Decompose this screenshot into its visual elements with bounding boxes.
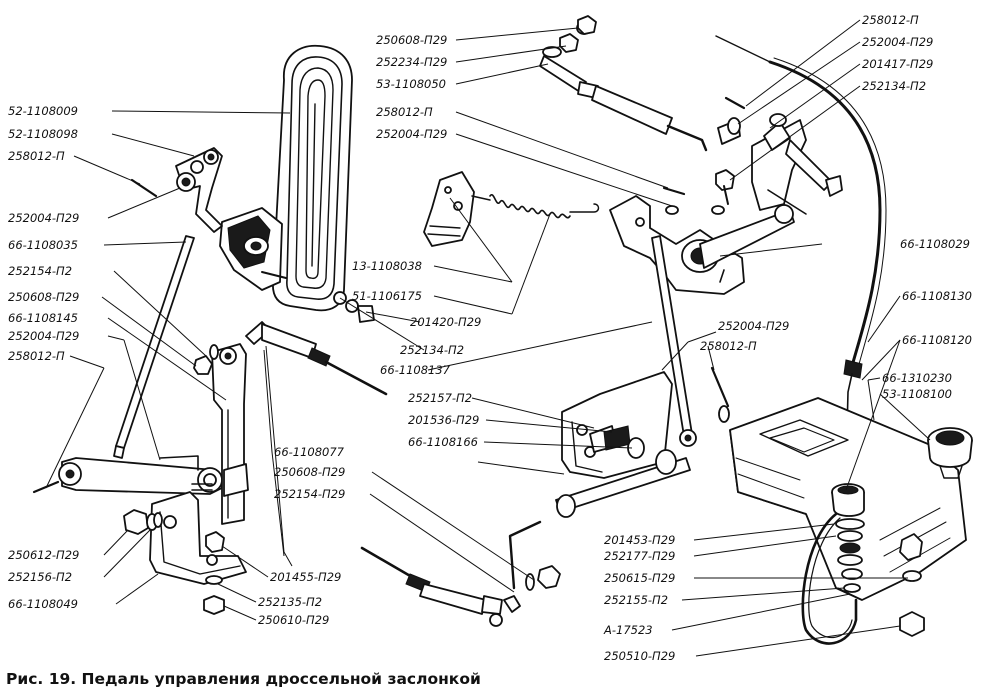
callout-label: 66-1108166 bbox=[408, 435, 478, 449]
cotter-pin-right bbox=[724, 96, 746, 110]
callout-label: 252155-П2 bbox=[604, 593, 668, 607]
callout-label: 66-1108049 bbox=[8, 597, 78, 611]
pedal-pad bbox=[272, 44, 353, 312]
pedal-hinge bbox=[219, 207, 287, 291]
callout-label: 252177-П29 bbox=[604, 549, 675, 563]
upper-right-linkage bbox=[711, 113, 843, 224]
callout-label: 66-1108029 bbox=[900, 237, 970, 251]
upper-lever bbox=[175, 147, 223, 233]
callout-label: 201453-П29 bbox=[604, 533, 675, 547]
washer-mid bbox=[718, 405, 730, 423]
callout-label: 258012-П bbox=[862, 13, 919, 27]
adjusting-rod bbox=[539, 15, 708, 152]
callout-label: 252154-П2 bbox=[8, 264, 72, 278]
callout-label: 201536-П29 bbox=[408, 413, 479, 427]
base-bracket bbox=[149, 491, 247, 585]
cotter-pin-center bbox=[662, 186, 686, 196]
cable-rod-bottom bbox=[360, 546, 521, 627]
callout-label: 66-1108130 bbox=[902, 289, 972, 303]
callout-label: 66-1108120 bbox=[902, 333, 972, 347]
callout-label: 201420-П29 bbox=[410, 315, 481, 329]
callout-label: 250608-П29 bbox=[274, 465, 345, 479]
callout-label: 258012-П bbox=[8, 149, 65, 163]
callout-label: 252234-П29 bbox=[376, 55, 447, 69]
callout-label: 252134-П2 bbox=[400, 343, 464, 357]
callout-label: 13-1108038 bbox=[352, 259, 422, 273]
callout-label: 252004-П29 bbox=[862, 35, 933, 49]
callout-label: 252154-П29 bbox=[274, 487, 345, 501]
callout-label: 52-1108098 bbox=[8, 127, 78, 141]
callout-label: 252134-П2 bbox=[862, 79, 926, 93]
figure-caption: Рис. 19. Педаль управления дроссельной з… bbox=[6, 670, 481, 688]
callout-label: 201417-П29 bbox=[862, 57, 933, 71]
callout-label: 258012-П bbox=[700, 339, 757, 353]
leader-lines bbox=[45, 19, 931, 657]
callout-label: 66-1310230 bbox=[882, 371, 952, 385]
callout-label: 250608-П29 bbox=[376, 33, 447, 47]
cable-rod-top bbox=[245, 321, 388, 396]
callout-label: 53-1108100 bbox=[882, 387, 952, 401]
callout-labels: 52-1108009 52-1108098 258012-П 252004-П2… bbox=[8, 13, 972, 663]
callout-label: 252157-П2 bbox=[408, 391, 472, 405]
cotter-pin-mid bbox=[710, 366, 730, 408]
callout-label: 252004-П29 bbox=[718, 319, 789, 333]
callout-label: 252004-П29 bbox=[8, 329, 79, 343]
callout-label: 252135-П2 bbox=[258, 595, 322, 609]
callout-label: 252156-П2 bbox=[8, 570, 72, 584]
callout-label: 258012-П bbox=[376, 105, 433, 119]
callout-label: 52-1108009 bbox=[8, 104, 78, 118]
callout-label: 51-1106175 bbox=[352, 289, 422, 303]
callout-label: А-17523 bbox=[603, 623, 653, 637]
small-lever bbox=[423, 171, 475, 247]
callout-label: 53-1108050 bbox=[376, 77, 446, 91]
left-fasteners bbox=[123, 344, 225, 615]
callout-label: 252004-П29 bbox=[376, 127, 447, 141]
parts-drawing bbox=[32, 15, 973, 645]
callout-label: 258012-П bbox=[8, 349, 65, 363]
callout-label: 201455-П29 bbox=[270, 570, 341, 584]
knob bbox=[927, 427, 973, 479]
pivot-bracket bbox=[609, 195, 795, 295]
callout-label: 66-1108035 bbox=[8, 238, 78, 252]
callout-label: 66-1108145 bbox=[8, 311, 78, 325]
callout-label: 252004-П29 bbox=[8, 211, 79, 225]
shaft-crank bbox=[508, 425, 691, 591]
callout-label: 250612-П29 bbox=[8, 548, 79, 562]
callout-label: 250510-П29 bbox=[604, 649, 675, 663]
callout-label: 250610-П29 bbox=[258, 613, 329, 627]
lower-lever bbox=[58, 455, 223, 495]
callout-label: 66-1108077 bbox=[274, 445, 345, 459]
callout-label: 250608-П29 bbox=[8, 290, 79, 304]
washer-center bbox=[665, 205, 679, 215]
callout-label: 66-1108137 bbox=[380, 363, 451, 377]
return-spring bbox=[471, 193, 600, 219]
long-rod bbox=[113, 235, 195, 459]
vertical-bracket bbox=[211, 343, 249, 525]
callout-label: 250615-П29 bbox=[604, 571, 675, 585]
flexible-cable bbox=[715, 35, 887, 471]
